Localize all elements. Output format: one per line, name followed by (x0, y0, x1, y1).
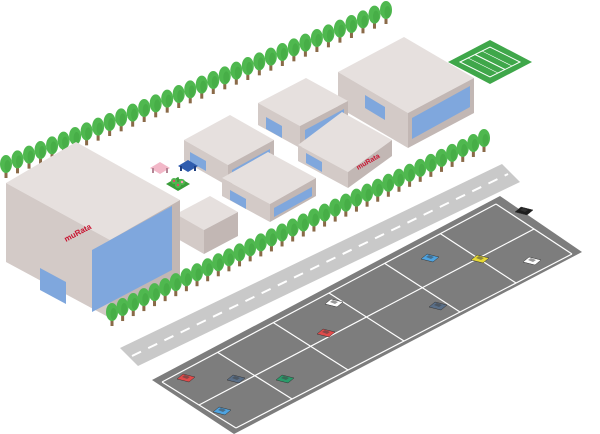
car (420, 253, 440, 263)
tennis-court (448, 40, 532, 84)
parked-cars (176, 206, 542, 416)
tree (424, 153, 437, 177)
building-south (222, 152, 316, 222)
tree (322, 24, 335, 48)
car (316, 328, 336, 338)
tree (218, 66, 231, 90)
tree (403, 163, 416, 187)
tree (138, 99, 151, 122)
tree (478, 129, 490, 152)
car (470, 254, 490, 264)
tree (212, 253, 225, 277)
tree (318, 203, 331, 227)
tree (307, 208, 320, 232)
tree (23, 145, 36, 169)
tree (297, 213, 310, 237)
tree (467, 133, 480, 157)
building-east: muRata (298, 112, 392, 188)
tree (106, 303, 118, 326)
plaza (150, 160, 198, 191)
tree (92, 117, 105, 141)
tree (350, 188, 363, 212)
building-northeast (338, 37, 474, 148)
tree (126, 103, 139, 127)
tree (446, 143, 459, 167)
car (212, 406, 232, 416)
building-headquarters: muRata (6, 142, 180, 318)
car (176, 373, 196, 383)
tree (345, 15, 358, 38)
tree (149, 94, 162, 118)
tree (456, 138, 469, 162)
tree (0, 155, 12, 178)
tree (161, 89, 174, 113)
tree (148, 283, 161, 307)
tree (287, 38, 300, 62)
tree (172, 85, 185, 108)
tree (191, 263, 204, 287)
tree (244, 238, 257, 262)
tree (184, 80, 197, 104)
tree (265, 228, 278, 252)
tree (241, 57, 254, 80)
entrance (40, 268, 66, 304)
tree (371, 178, 384, 202)
tree (159, 278, 172, 302)
car (226, 374, 246, 384)
tree (333, 19, 346, 43)
tree (11, 150, 24, 174)
tree (361, 183, 374, 207)
tree (233, 243, 246, 267)
tree (356, 10, 369, 34)
car (275, 374, 295, 384)
tree (201, 258, 214, 282)
tree (80, 122, 93, 146)
tree (276, 43, 289, 66)
tree (276, 223, 289, 247)
tree (230, 61, 243, 85)
bench-blue (178, 160, 198, 172)
tree (264, 47, 277, 71)
tree (339, 193, 352, 217)
car (428, 301, 448, 311)
tree (103, 113, 116, 136)
tree (310, 29, 323, 52)
tree (222, 248, 235, 272)
tree (286, 218, 299, 242)
tree (299, 33, 312, 57)
car (514, 206, 534, 216)
curtain-wall (92, 206, 172, 312)
tree (195, 75, 208, 99)
car (324, 298, 344, 308)
tree (169, 273, 182, 297)
tree (116, 298, 129, 322)
tree (380, 1, 392, 24)
tree (127, 293, 140, 317)
tree (329, 198, 342, 222)
tree (414, 158, 427, 182)
tree (115, 108, 128, 132)
car (522, 256, 542, 266)
tree (368, 5, 381, 29)
building-annex (176, 196, 238, 254)
road (120, 164, 520, 366)
tree (382, 173, 395, 197)
parking-lot (152, 196, 582, 434)
tree (392, 168, 405, 192)
tree (180, 268, 193, 292)
tree (207, 71, 220, 94)
tree (137, 288, 150, 312)
tree (253, 52, 266, 76)
tree (435, 148, 448, 172)
tree (254, 233, 267, 257)
bench-pink (150, 162, 170, 174)
